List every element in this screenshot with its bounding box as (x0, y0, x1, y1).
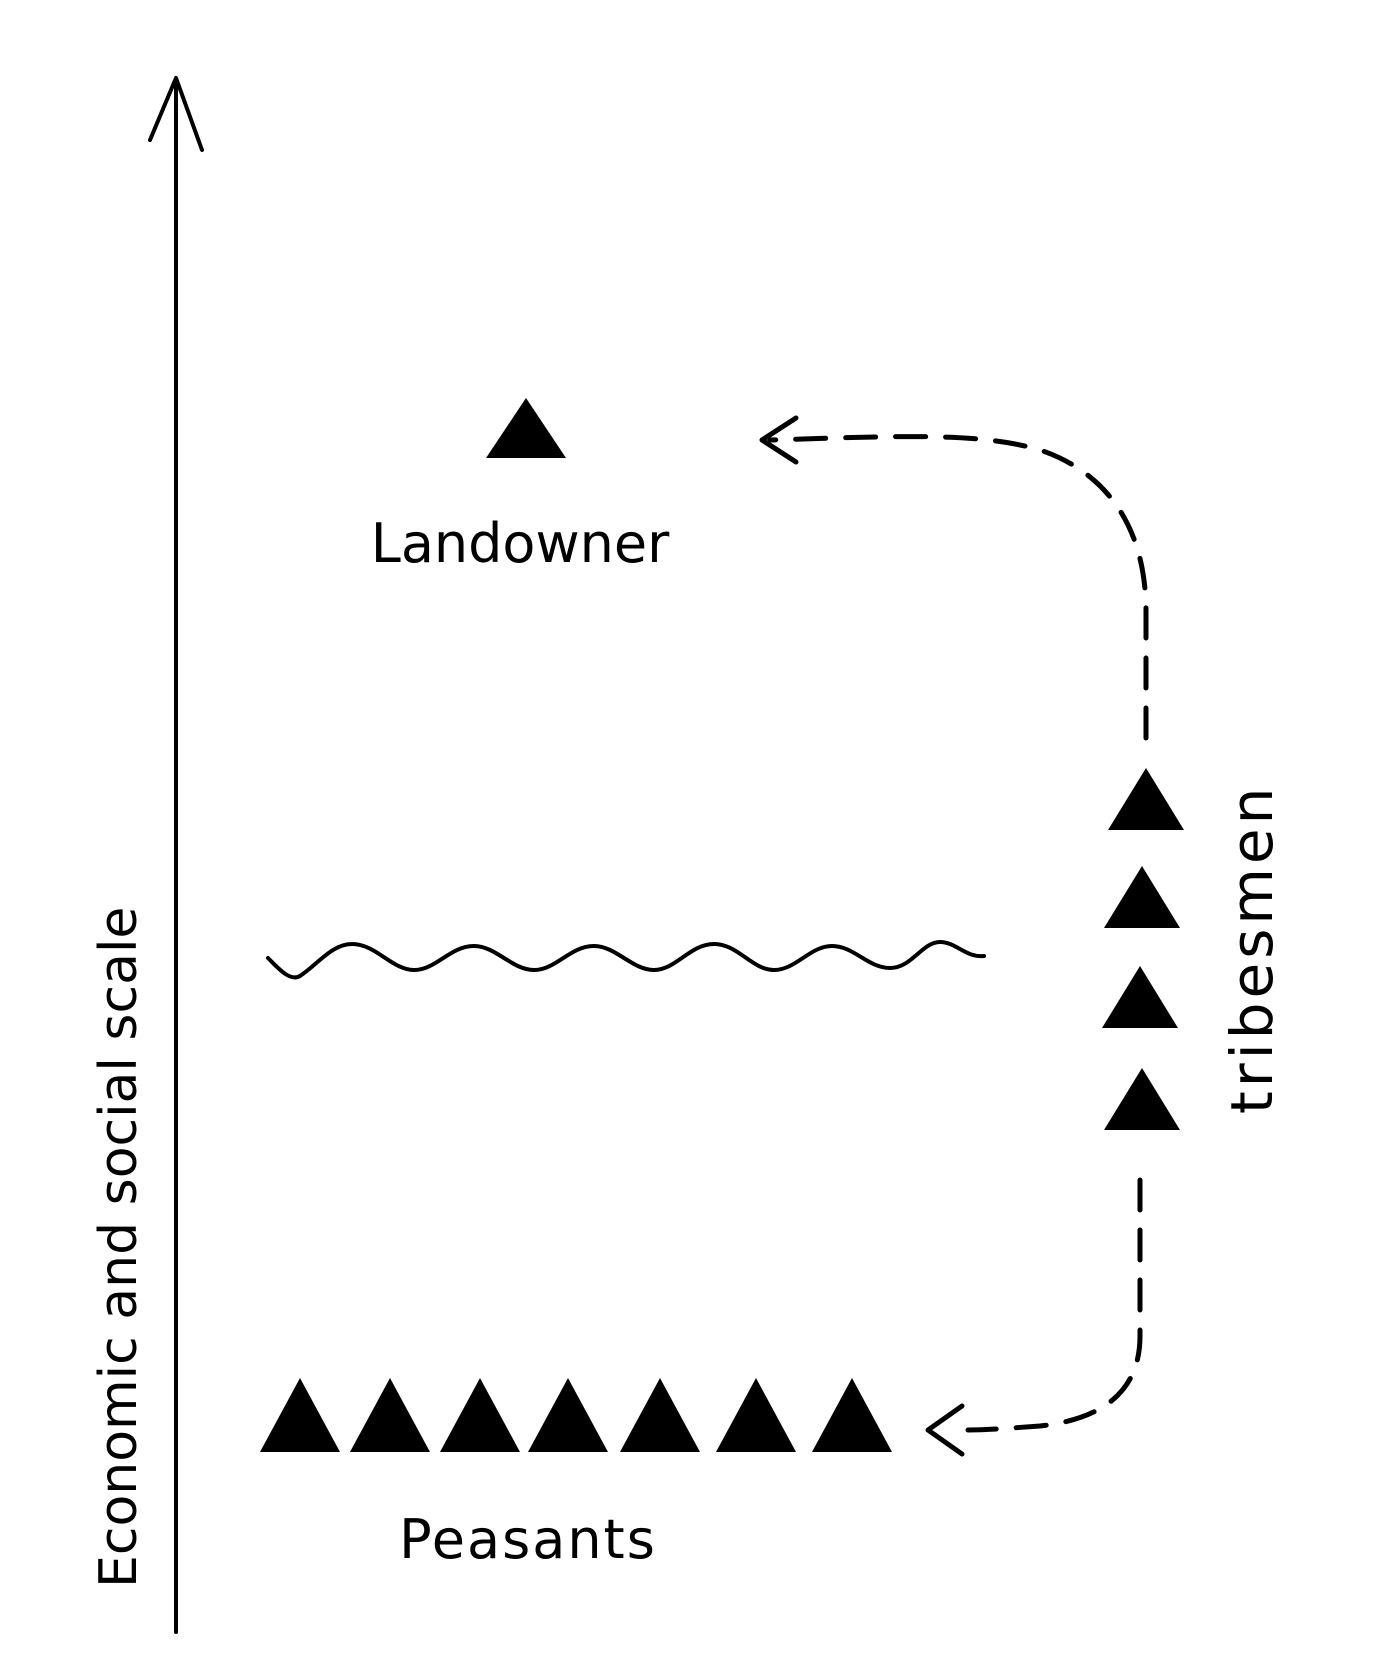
landowner-label: Landowner (371, 512, 670, 575)
class-divider-wave (266, 939, 986, 980)
peasant-marker (528, 1378, 608, 1452)
peasant-marker (716, 1378, 796, 1452)
upward-mobility-arrowhead (759, 415, 799, 465)
tribesmen-label: tribesmen (1218, 784, 1286, 1114)
landowner-marker (486, 398, 566, 458)
axis-label: Economic and social scale (89, 907, 149, 1588)
tribesman-marker (1108, 768, 1184, 830)
peasant-marker (440, 1378, 520, 1452)
upward-mobility-dashed-path (767, 434, 1149, 741)
peasant-marker (620, 1378, 700, 1452)
peasant-marker (350, 1378, 430, 1452)
peasants-label: Peasants (399, 1508, 657, 1571)
peasant-marker (812, 1378, 892, 1452)
peasant-marker (260, 1378, 340, 1452)
downward-mobility-dashed-path (965, 1177, 1143, 1433)
tribesman-marker (1104, 866, 1180, 928)
tribesman-marker (1104, 1068, 1180, 1130)
scale-axis (148, 76, 204, 1634)
peasant-markers (260, 1378, 892, 1452)
tribesmen-markers (1102, 768, 1184, 1130)
tribesman-marker (1102, 966, 1178, 1028)
scale-axis-arrowhead (148, 76, 204, 152)
downward-mobility-arrowhead (925, 1403, 965, 1457)
